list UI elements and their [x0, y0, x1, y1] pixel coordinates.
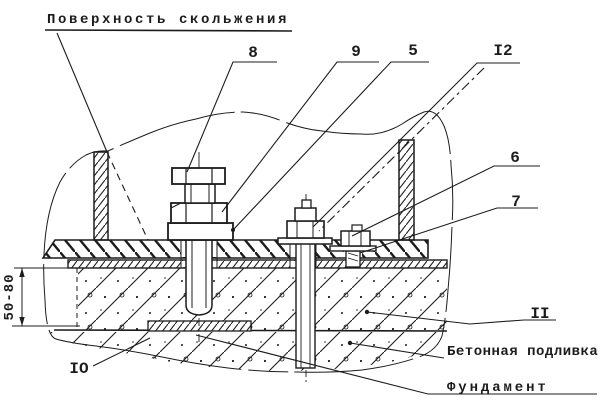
dimension-label: 50-80: [2, 273, 18, 320]
callout-7: 7: [511, 193, 521, 211]
bolt2-washer: [277, 237, 333, 245]
bolt-shaft: [185, 239, 213, 316]
foundation-body: [50, 332, 447, 371]
washer-plate: [167, 222, 234, 241]
title-underline: [44, 29, 293, 32]
grout-layer: [78, 268, 447, 330]
callout-9: 9: [351, 43, 361, 61]
sole-plate-bottom: [67, 259, 448, 269]
anchor-plate: [147, 320, 252, 332]
jackbolt-tip: [351, 224, 363, 232]
leader-foundation: [195, 334, 597, 395]
bolt2-tip: [301, 199, 312, 209]
nut: [170, 202, 228, 224]
callout-6: 6: [510, 149, 520, 167]
drawing-title: Поверхность скольжения: [47, 12, 289, 28]
callout-leaders: [92, 61, 597, 395]
callout-11: II: [530, 305, 549, 323]
leader-5: [232, 61, 429, 231]
leader-10: [92, 337, 151, 367]
leader-11: [366, 311, 556, 325]
bolt2-shaft: [295, 242, 316, 369]
callout-12: I2: [493, 42, 512, 60]
label-foundation: Фундамент: [447, 380, 549, 396]
bolt2-locknut: [294, 207, 317, 222]
jackbolt-nut: [340, 230, 371, 247]
leader-12b: [318, 67, 485, 232]
bolt-head: [171, 167, 226, 185]
leader-8: [186, 61, 277, 173]
main-anchor-bolt: [167, 152, 234, 346]
leader-7: [359, 207, 538, 254]
callout-5: 5: [408, 42, 418, 60]
label-grout: Бетонная подливка: [447, 344, 598, 360]
bolt2-nut: [286, 220, 325, 239]
leader-12a: [312, 62, 520, 228]
dimension-50-80: [12, 267, 80, 328]
title-leader: [56, 32, 149, 241]
left-wall: [93, 151, 109, 241]
leader-6: [351, 165, 540, 237]
jack-bolt: [329, 224, 377, 268]
leader-grout: [349, 342, 445, 359]
callout-8: 8: [248, 44, 258, 62]
callout-10: IO: [69, 360, 89, 378]
right-wall: [398, 139, 415, 241]
leader-9: [221, 61, 379, 213]
bolt-body: [184, 183, 216, 204]
